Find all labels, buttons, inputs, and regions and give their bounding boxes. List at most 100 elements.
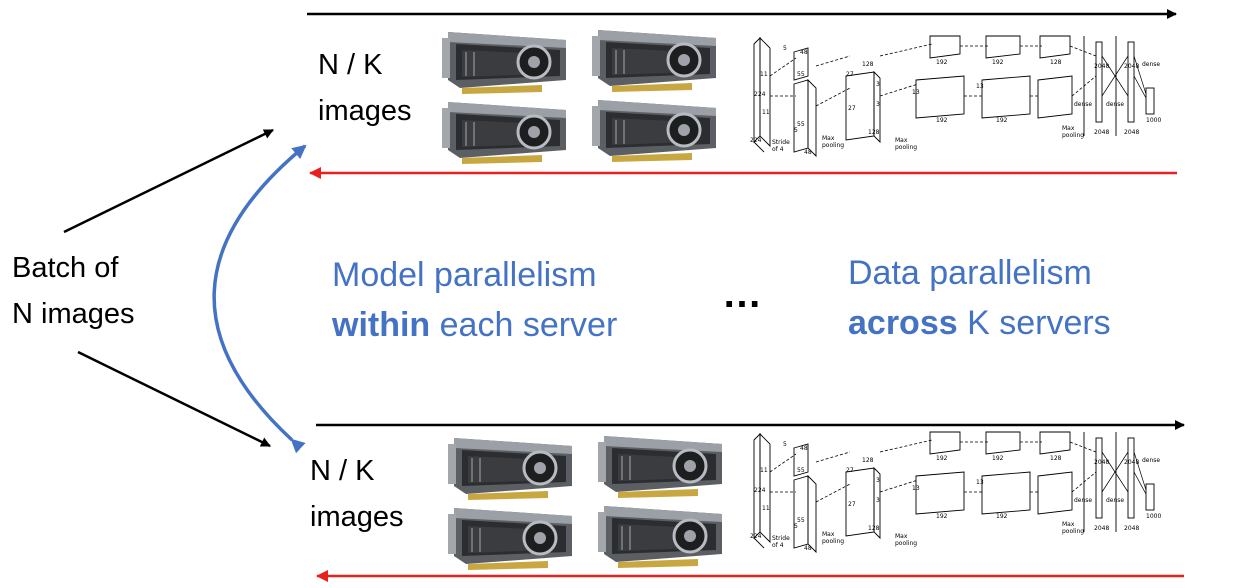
svg-text:55: 55: [797, 71, 805, 78]
data-parallelism-bold: across: [848, 304, 958, 342]
svg-text:55: 55: [797, 467, 805, 474]
data-parallelism-line2: across K servers: [848, 298, 1111, 348]
server-top-label-line1: N / K: [318, 49, 383, 81]
ellipsis: …: [722, 272, 764, 316]
model-parallelism-rest: each server: [430, 306, 618, 344]
cnn-architecture-diagram-bottom: 224 224 11 11 5 5 55 55 48 48 27 27 128 …: [750, 431, 1161, 553]
svg-text:11: 11: [762, 109, 770, 116]
svg-text:5: 5: [794, 523, 798, 530]
svg-text:27: 27: [846, 71, 854, 78]
svg-text:55: 55: [797, 121, 805, 128]
server-top-label: N / K images: [318, 42, 412, 134]
svg-text:224: 224: [754, 91, 766, 98]
svg-text:dense: dense: [1142, 457, 1160, 464]
server-top-label-line2: images: [318, 95, 412, 127]
svg-text:2048: 2048: [1124, 459, 1139, 466]
svg-text:pooling: pooling: [895, 144, 917, 151]
svg-text:128: 128: [868, 525, 880, 532]
sync-curved-arrow: [212, 144, 307, 454]
svg-text:Max: Max: [822, 531, 835, 538]
svg-text:Max: Max: [1062, 125, 1075, 132]
svg-text:55: 55: [797, 517, 805, 524]
svg-text:dense: dense: [1074, 497, 1092, 504]
model-parallelism-bold: within: [332, 306, 431, 344]
gpu-card-icon: [590, 28, 718, 94]
svg-text:48: 48: [804, 545, 812, 552]
svg-text:3: 3: [876, 101, 880, 108]
svg-text:pooling: pooling: [1062, 132, 1084, 139]
svg-text:pooling: pooling: [895, 540, 917, 547]
svg-text:2048: 2048: [1124, 525, 1139, 532]
server-bottom-label-line2: images: [310, 501, 404, 533]
gpu-card-icon: [446, 436, 574, 502]
svg-text:Stride: Stride: [772, 139, 790, 146]
svg-text:1000: 1000: [1146, 117, 1161, 124]
gpu-card-icon: [440, 100, 568, 166]
svg-text:48: 48: [800, 49, 808, 56]
svg-text:11: 11: [762, 505, 770, 512]
svg-text:Max: Max: [1062, 521, 1075, 528]
svg-text:13: 13: [976, 83, 984, 90]
svg-text:224: 224: [750, 533, 762, 540]
svg-text:128: 128: [868, 129, 880, 136]
svg-text:11: 11: [760, 71, 768, 78]
model-parallelism-line2: within each server: [332, 300, 617, 350]
svg-text:Max: Max: [895, 137, 908, 144]
svg-text:pooling: pooling: [822, 538, 844, 545]
svg-text:128: 128: [1050, 455, 1062, 462]
svg-text:224: 224: [750, 137, 762, 144]
svg-text:128: 128: [1050, 59, 1062, 66]
svg-text:27: 27: [848, 105, 856, 112]
svg-text:48: 48: [804, 149, 812, 156]
svg-text:27: 27: [848, 501, 856, 508]
svg-text:dense: dense: [1106, 101, 1124, 108]
gpu-card-icon: [596, 434, 724, 500]
svg-text:48: 48: [800, 445, 808, 452]
svg-text:192: 192: [996, 513, 1008, 520]
svg-text:2048: 2048: [1094, 129, 1109, 136]
svg-text:2048: 2048: [1124, 129, 1139, 136]
svg-text:pooling: pooling: [822, 142, 844, 149]
gpu-card-icon: [446, 506, 574, 572]
batch-label: Batch of N images: [12, 245, 135, 337]
svg-text:2048: 2048: [1094, 525, 1109, 532]
gpu-card-icon: [590, 98, 718, 164]
svg-text:of 4: of 4: [772, 146, 784, 153]
svg-text:13: 13: [912, 89, 920, 96]
cnn-architecture-diagram-top: 224 224 11 11 5 5 55 55 48 48 27 27 128 …: [750, 35, 1161, 157]
svg-text:192: 192: [936, 513, 948, 520]
svg-text:192: 192: [936, 59, 948, 66]
svg-text:Stride: Stride: [772, 535, 790, 542]
split-arrow-top: [63, 128, 274, 234]
svg-text:192: 192: [992, 59, 1004, 66]
svg-text:Max: Max: [895, 533, 908, 540]
svg-text:1000: 1000: [1146, 513, 1161, 520]
svg-text:13: 13: [912, 485, 920, 492]
svg-text:3: 3: [876, 497, 880, 504]
svg-text:5: 5: [783, 45, 787, 52]
gpu-card-icon: [596, 504, 724, 570]
model-parallelism-caption: Model parallelism within each server: [332, 250, 617, 350]
svg-text:224: 224: [754, 487, 766, 494]
svg-text:2048: 2048: [1124, 63, 1139, 70]
split-arrow-bottom: [77, 350, 271, 448]
server-bottom-label: N / K images: [310, 448, 404, 540]
data-parallelism-line1: Data parallelism: [848, 254, 1092, 292]
svg-text:2048: 2048: [1094, 63, 1109, 70]
gpu-card-icon: [440, 30, 568, 96]
data-parallelism-rest: K servers: [957, 304, 1111, 342]
svg-text:192: 192: [992, 455, 1004, 462]
svg-text:dense: dense: [1106, 497, 1124, 504]
server-bottom-label-line1: N / K: [310, 455, 375, 487]
svg-text:dense: dense: [1074, 101, 1092, 108]
svg-text:192: 192: [936, 455, 948, 462]
svg-text:192: 192: [936, 117, 948, 124]
svg-text:3: 3: [876, 81, 880, 88]
svg-text:3: 3: [876, 477, 880, 484]
data-parallelism-caption: Data parallelism across K servers: [848, 248, 1111, 348]
svg-text:dense: dense: [1142, 61, 1160, 68]
svg-text:Max: Max: [822, 135, 835, 142]
svg-text:5: 5: [794, 127, 798, 134]
batch-label-line1: Batch of: [12, 252, 119, 284]
